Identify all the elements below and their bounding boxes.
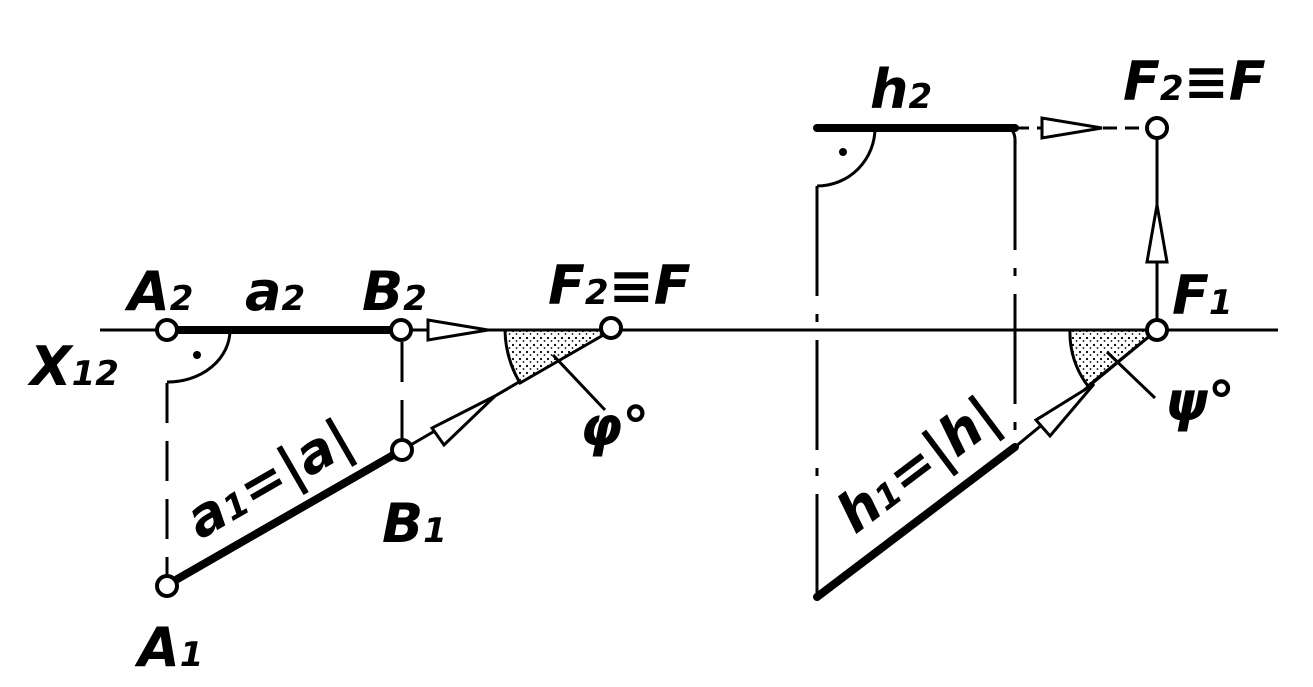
label-a2-segment: a2 [245,260,305,323]
label-psi: ψ° [1165,370,1235,433]
label-a1-point: A1 [134,616,203,679]
direction-arrow-h1 [1033,382,1096,439]
label-b2-point: B2 [362,260,427,323]
segment-h1 [813,443,1019,601]
angle-phi-pointer [551,353,607,412]
right-angle-arc-a2 [166,329,232,384]
label-f2-right: F2≡F [1123,50,1266,113]
label-b1-point: B1 [382,492,447,555]
label-a2-point: A2 [124,260,193,323]
angle-psi-pointer [1105,350,1157,400]
label-h2: h2 [870,58,932,121]
direction-arrow-h2 [1040,116,1103,140]
right-angle-dot-h2 [839,148,847,156]
direction-arrow-a2 [426,318,489,342]
point-f2-right [1145,116,1169,140]
direction-arrow-a1 [429,394,497,448]
label-f2-left: F2≡F [548,254,691,317]
direction-arrow-vertical [1145,204,1169,264]
point-f1 [1145,318,1169,342]
point-a2 [155,318,179,342]
label-phi: φ° [580,395,649,458]
right-angle-arc-h2 [816,127,877,188]
label-x12: X12 [27,335,119,398]
label-f1: F1 [1172,264,1233,327]
point-f-left [599,316,623,340]
corner-curve-h2 [1007,126,1017,146]
angle-phi-sector [503,328,618,386]
point-b2 [389,318,413,342]
segment-a1 [163,446,406,589]
point-a1 [155,574,179,598]
point-b1 [390,438,414,462]
right-angle-dot-a2 [193,351,201,359]
